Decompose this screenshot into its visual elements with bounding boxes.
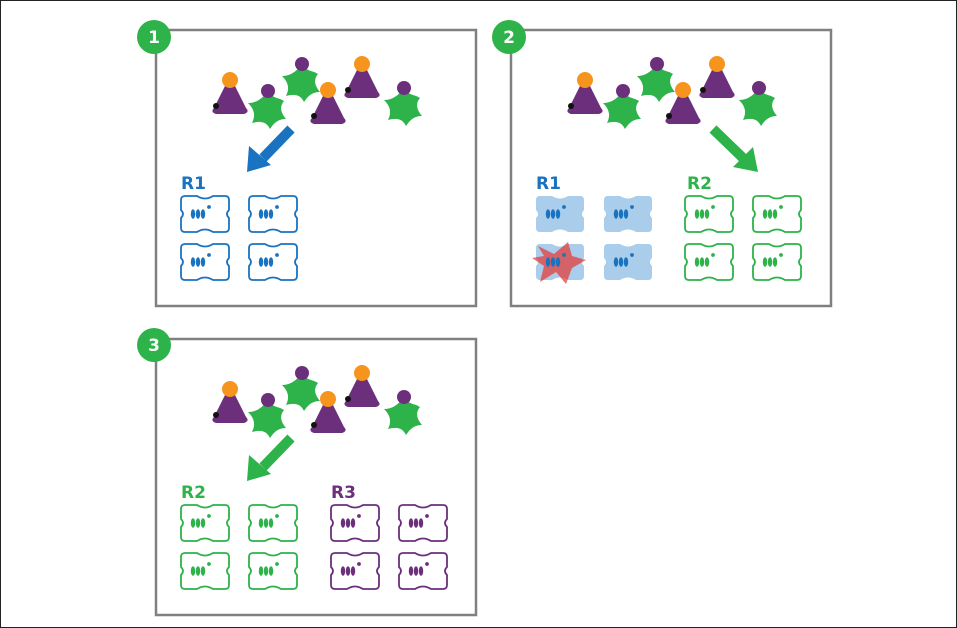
cell [398,552,448,590]
cell [248,195,298,233]
arrow [709,125,758,172]
cell [180,195,230,233]
replicate-label-r2: R2 [687,174,712,194]
arrow [247,434,295,481]
cell-group-r2 [180,504,298,590]
star-creature [248,393,286,438]
triangle-creature [665,82,701,124]
creature-cluster [212,56,422,129]
panel-number: 2 [503,28,515,48]
triangle-creature [212,381,248,423]
cell [752,243,802,281]
triangle-creature [567,72,603,114]
panel-number: 3 [148,336,160,356]
creature-cluster [212,365,422,438]
star-creature [603,84,641,129]
cell-group-r2 [684,195,802,281]
triangle-creature [310,391,346,433]
cell-group-r3 [330,504,448,590]
replicate-label-r1: R1 [536,174,561,194]
triangle-creature [344,365,380,407]
triangle-creature [699,56,735,98]
replicate-label-r2: R2 [181,483,206,503]
star-creature [384,390,422,435]
cell [248,504,298,542]
panel-2-badge: 2 [492,20,526,54]
triangle-creature [344,56,380,98]
creature-cluster [567,56,777,129]
cell [684,243,734,281]
cell [604,196,652,232]
replicate-label-r3: R3 [331,483,356,503]
panel-3-badge: 3 [137,328,171,362]
cell [248,243,298,281]
cell [180,504,230,542]
star-creature [384,81,422,126]
cell [330,504,380,542]
panel-3: 3 R2 R3 [137,328,478,617]
cell-group-r1 [180,195,298,281]
cell-group-r1 [532,196,652,284]
cell [752,195,802,233]
cell [330,552,380,590]
panel-1-badge: 1 [137,20,171,54]
triangle-creature [310,82,346,124]
cell [684,195,734,233]
panel-2: 2 R1 R2 [492,20,833,308]
cell [536,196,584,232]
cell [604,244,652,280]
replicate-label-r1: R1 [181,174,206,194]
star-creature [282,366,320,411]
cell [398,504,448,542]
cell [180,243,230,281]
panel-1: 1 R1 [137,20,478,308]
star-creature [739,81,777,126]
star-creature [282,57,320,102]
star-creature [248,84,286,129]
triangle-creature [212,72,248,114]
cell [248,552,298,590]
arrow [247,125,295,172]
cell [532,242,586,284]
panel-number: 1 [148,28,160,48]
cell [180,552,230,590]
star-creature [637,57,675,102]
